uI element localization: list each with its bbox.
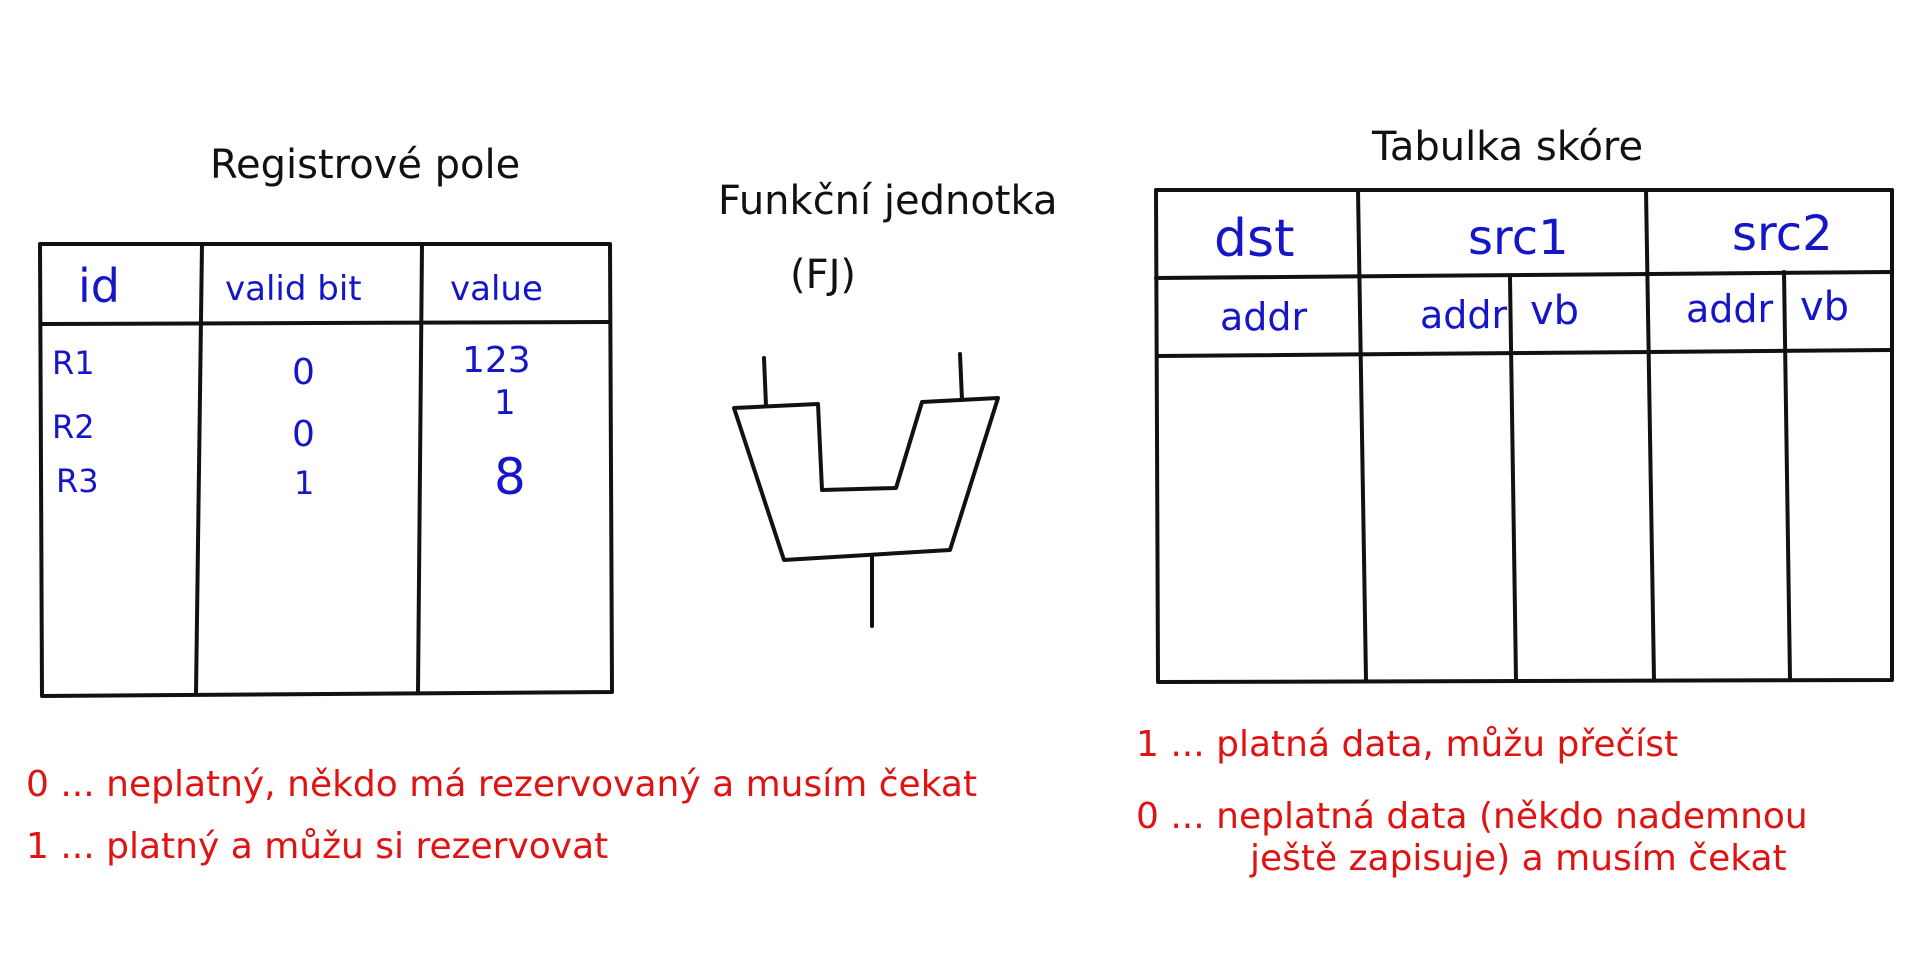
alu-input-right — [958, 352, 964, 402]
scoreboard-column-divider-src — [1644, 188, 1656, 682]
scoreboard-group-divider — [1154, 270, 1894, 280]
register-cell-value: 8 — [494, 448, 526, 506]
functional-unit: Funkční jednotka (FJ) — [718, 178, 1057, 628]
scoreboard-header-dst: dst — [1214, 209, 1295, 269]
scoreboard-subheader-src1-addr: addr — [1420, 293, 1508, 337]
register-header-divider — [40, 320, 612, 326]
functional-unit-abbr: (FJ) — [790, 252, 856, 298]
register-table-border — [38, 242, 614, 698]
register-cell-valid-bit: 1 — [294, 464, 314, 502]
register-note-valid: 1 ... platný a můžu si rezervovat — [26, 826, 608, 867]
scoreboard-header-divider — [1156, 348, 1894, 358]
scoreboard: Tabulka skóre dst src1 src2 addr addr vb… — [1136, 124, 1894, 879]
scoreboard-subheader-dst-addr: addr — [1220, 295, 1308, 339]
scoreboard-subcolumn-divider-2 — [1782, 270, 1792, 682]
scoreboard-header-src2: src2 — [1732, 206, 1833, 262]
register-column-divider-1 — [194, 242, 204, 696]
scoreboard-table — [1154, 188, 1894, 684]
register-header-id: id — [78, 259, 120, 313]
register-file-table — [38, 242, 614, 698]
scoreboard-subheader-src1-vb: vb — [1530, 288, 1579, 334]
scoreboard-note-valid: 1 ... platná data, můžu přečíst — [1136, 724, 1678, 765]
register-cell-id: R3 — [56, 462, 99, 500]
scoreboard-subheader-src2-addr: addr — [1686, 287, 1774, 331]
register-row: R2 0 1 — [52, 383, 516, 455]
register-cell-id: R1 — [52, 344, 95, 382]
register-row: R1 0 123 — [52, 340, 531, 393]
alu-input-left — [762, 356, 768, 408]
scoreboard-header-src1: src1 — [1468, 210, 1569, 266]
scoreboard-note-invalid-cont: ještě zapisuje) a musím čekat — [1249, 838, 1787, 879]
scoreboard-subheader-src2-vb: vb — [1800, 284, 1849, 330]
scoreboard-title: Tabulka skóre — [1371, 124, 1643, 170]
alu-shape — [732, 396, 1000, 562]
register-cell-id: R2 — [52, 408, 95, 446]
register-file-title: Registrové pole — [210, 142, 520, 188]
scoreboard-subcolumn-divider-1 — [1508, 276, 1518, 682]
register-cell-valid-bit: 0 — [292, 352, 315, 393]
register-column-divider-2 — [416, 242, 424, 694]
register-cell-value: 1 — [494, 383, 516, 423]
register-cell-valid-bit: 0 — [292, 414, 315, 455]
functional-unit-title: Funkční jednotka — [718, 178, 1057, 224]
scoreboard-column-divider-dst — [1356, 188, 1368, 682]
register-file: Registrové pole id valid bit value R1 0 … — [26, 142, 977, 867]
register-cell-value: 123 — [462, 340, 531, 381]
register-note-invalid: 0 ... neplatný, někdo má rezervovaný a m… — [26, 764, 977, 805]
register-header-value: value — [450, 269, 543, 309]
register-header-valid-bit: valid bit — [225, 269, 362, 309]
register-row: R3 1 8 — [56, 448, 526, 506]
scoreboard-note-invalid: 0 ... neplatná data (někdo nademnou — [1136, 796, 1808, 837]
